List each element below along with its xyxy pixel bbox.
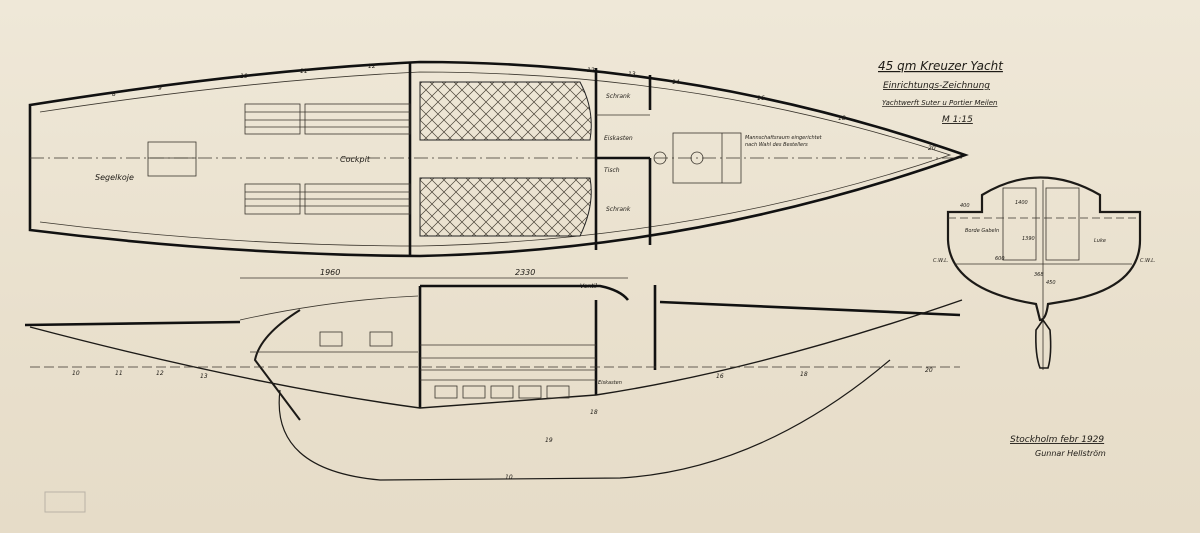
- station-label: 20: [928, 145, 936, 152]
- station-label: 13: [200, 373, 208, 380]
- station-label: 13: [628, 71, 636, 78]
- station-label: 12: [156, 370, 164, 377]
- dim-368: 368: [1034, 272, 1044, 278]
- note-line1: Mannschaftsraum eingerichtet: [745, 135, 823, 141]
- place-date: Stockholm febr 1929: [1010, 435, 1104, 445]
- label-cwl-left: C.W.L.: [933, 258, 949, 264]
- label-schrank-top: Schrank: [606, 93, 631, 100]
- label-eiskasten: Eiskasten: [604, 135, 633, 142]
- label-tisch: Tisch: [604, 167, 620, 174]
- hatch: [147, 141, 197, 177]
- label-borde: Borde Gabeln: [965, 228, 999, 234]
- dim-600: 600: [995, 256, 1005, 262]
- station-label: 9: [158, 85, 162, 92]
- drawing-subtitle: Einrichtungs-Zeichnung: [883, 81, 990, 91]
- station-label: 12: [368, 63, 376, 70]
- dim-400: 400: [960, 203, 970, 209]
- mast-circle: [653, 151, 667, 165]
- station-label: 19: [545, 437, 553, 444]
- station-label: 16: [716, 373, 724, 380]
- station-label: 12: [587, 67, 595, 74]
- plan-stations: 8 9 10 11 12 12 13 14 16 18 20: [112, 63, 936, 152]
- fore-hatch: [672, 132, 742, 184]
- dim-2330: 2330: [515, 268, 535, 277]
- deck-line: [24, 284, 961, 327]
- station-label: 20: [925, 367, 933, 374]
- title-block: 45 qm Kreuzer Yacht Einrichtungs-Zeichnu…: [878, 59, 1004, 125]
- label-luke: Luke: [1094, 238, 1106, 244]
- drawing-title: 45 qm Kreuzer Yacht: [878, 59, 1004, 73]
- station-label: 11: [300, 68, 308, 75]
- scale: M 1:15: [942, 115, 973, 125]
- station-label: 16: [757, 95, 765, 102]
- label-eiskasten-profile: Eiskasten: [598, 380, 622, 386]
- dim-450: 450: [1046, 280, 1056, 286]
- station-label: 8: [112, 91, 116, 98]
- section-view: 400 1400 1390 600 368 450 Borde Gabeln L…: [933, 176, 1156, 370]
- station-label: 10: [72, 370, 80, 377]
- footer: Stockholm febr 1929 Gunnar Hellström: [1010, 435, 1106, 458]
- station-label: 18: [800, 371, 808, 378]
- hull-bottom: [29, 299, 963, 409]
- bunk-right: [1045, 187, 1080, 261]
- coaming: [239, 295, 419, 321]
- signature: Gunnar Hellström: [1035, 449, 1106, 458]
- shipyard: Yachtwerft Suter u Portier Meilen: [882, 99, 997, 107]
- tiller: [253, 309, 301, 421]
- station-label: 11: [115, 370, 123, 377]
- plan-view: Segelkoje Cockpit Schrank Eiskasten Tisc…: [28, 60, 969, 258]
- keel-bulb: [1035, 318, 1052, 369]
- plan-hull-outline: [28, 60, 969, 258]
- station-label: 18: [590, 409, 598, 416]
- stamp: [44, 491, 86, 513]
- profile-view: 1960 2330 Ventil Eiskasten 10 11 12 13 1…: [24, 268, 963, 481]
- station-label: 10: [240, 73, 248, 80]
- label-segelkoje: Segelkoje: [95, 173, 134, 182]
- cockpit-benches: [244, 103, 411, 215]
- berth-port: [419, 81, 592, 141]
- inner-sheer: [39, 71, 952, 247]
- dim-1400: 1400: [1015, 200, 1028, 206]
- label-cockpit: Cockpit: [340, 155, 371, 164]
- label-cwl-right: C.W.L.: [1140, 258, 1156, 264]
- label-schrank-bottom: Schrank: [606, 206, 631, 213]
- berth-starboard: [419, 177, 592, 237]
- section-hull: [946, 176, 1142, 322]
- cabin-bulkheads: [418, 286, 598, 408]
- station-label: 10: [505, 474, 513, 481]
- station-label: 18: [838, 115, 846, 122]
- note-line2: nach Wahl des Bestellers: [745, 142, 808, 148]
- settee: [250, 331, 596, 399]
- dim-1960: 1960: [320, 268, 340, 277]
- keel-profile: [278, 359, 891, 481]
- profile-stations: 10 11 12 13 16 18 20 18 19 10: [72, 367, 933, 481]
- ventilator-icon: [690, 151, 704, 165]
- bunk-left: [1002, 187, 1037, 261]
- dim-1390: 1390: [1022, 236, 1035, 242]
- station-label: 14: [672, 79, 680, 86]
